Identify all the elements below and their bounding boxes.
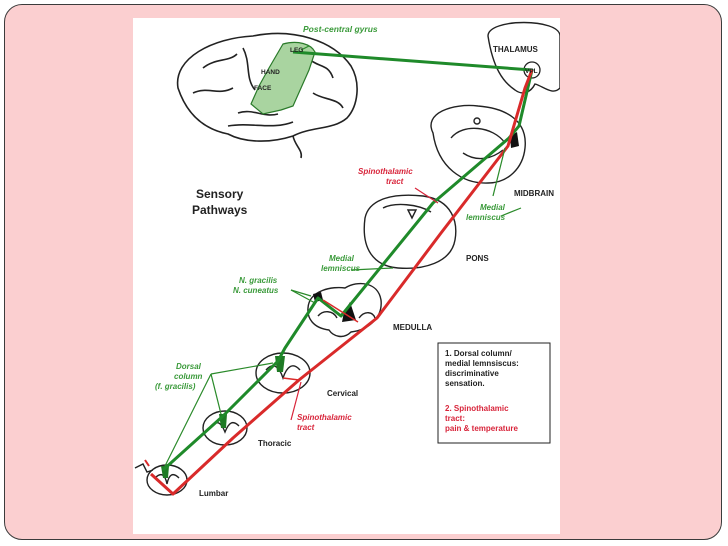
spinothalamic-lower-label-line2: tract [297, 423, 315, 432]
legend-item2-line3: pain & temperature [445, 424, 518, 433]
diagram-panel: Post-central gyrus LEG HAND FACE THALAMU… [133, 18, 560, 534]
lumbar-label: Lumbar [199, 489, 228, 498]
pons-label: PONS [466, 254, 489, 263]
legend-item1-line4: sensation. [445, 379, 485, 388]
medulla-decussation-line [322, 299, 359, 323]
dorsal-column-pathway [161, 50, 534, 472]
cervical-label: Cervical [327, 389, 358, 398]
spinothalamic-lower-label-line1: Spinothalamic [297, 413, 352, 422]
legend-item2-line2: tract: [445, 414, 465, 423]
legend-item2-line1: 2. Spinothalamic [445, 404, 509, 413]
medial-lemniscus-lower-label-line2: lemniscus [321, 264, 361, 273]
medial-lemniscus-upper-label-line2: lemniscus [466, 213, 506, 222]
spinothalamic-upper-label-line2: tract [386, 177, 404, 186]
face-region-label: FACE [254, 85, 272, 92]
legend-item1-line2: medial lemnsiscus: [445, 359, 519, 368]
vpl-label: VPL [525, 68, 538, 75]
lumbar-entry-mark [144, 459, 150, 467]
dorsal-column-label-line3: (f. gracilis) [155, 382, 196, 391]
dorsal-column-label-line2: column [174, 372, 203, 381]
dorsal-column-label-line1: Dorsal [176, 362, 202, 371]
legend-box: 1. Dorsal column/ medial lemnsiscus: dis… [437, 342, 551, 444]
brain-outline [176, 32, 358, 159]
post-central-gyrus-region [250, 41, 316, 115]
sensory-pathways-diagram: Post-central gyrus LEG HAND FACE THALAMU… [134, 21, 560, 498]
diagram-title-line2: Pathways [192, 203, 248, 217]
leader-lines [164, 45, 522, 467]
cord-crossing-line [282, 377, 300, 381]
diagram-title-line1: Sensory [196, 187, 244, 201]
leg-region-label: LEG [290, 47, 303, 54]
midbrain-label: MIDBRAIN [514, 189, 554, 198]
medial-lemniscus-upper-label-line1: Medial [480, 203, 506, 212]
hand-region-label: HAND [261, 69, 280, 76]
medial-lemniscus-lower-label-line1: Medial [329, 254, 355, 263]
legend-item1-line3: discriminative [445, 369, 499, 378]
spinothalamic-upper-label-line1: Spinothalamic [358, 167, 413, 176]
thalamus-outline [487, 21, 560, 94]
post-central-gyrus-label: Post-central gyrus [303, 24, 378, 34]
spinothalamic-pathway [149, 69, 534, 496]
thoracic-label: Thoracic [258, 439, 292, 448]
nuclei-label-line2: N. cuneatus [233, 286, 279, 295]
lumbar-cord-section [134, 463, 188, 496]
medulla-label: MEDULLA [393, 323, 432, 332]
medulla-nucleus-mark [342, 302, 356, 322]
legend-item1-line1: 1. Dorsal column/ [445, 349, 512, 358]
thalamus-label: THALAMUS [493, 45, 539, 54]
nuclei-label-line1: N. gracilis [239, 276, 278, 285]
